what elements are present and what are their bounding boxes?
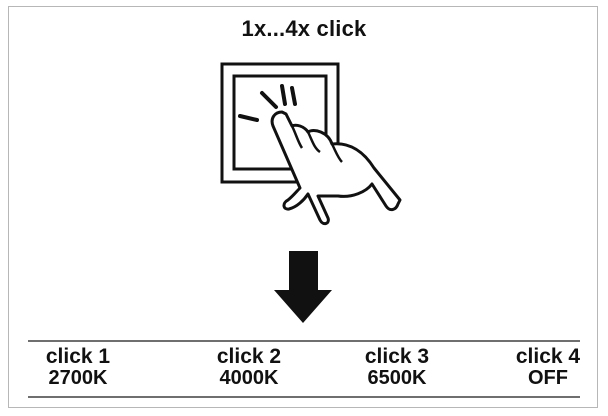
step-value: 6500K: [367, 367, 427, 390]
step-click-3: click 3 6500K: [352, 345, 442, 390]
top-divider: [28, 340, 580, 342]
step-value: 2700K: [48, 367, 108, 390]
step-label: click 2: [216, 345, 282, 368]
click-rays-icon: [238, 84, 297, 122]
step-label: click 1: [45, 345, 111, 368]
step-label: click 3: [364, 345, 430, 368]
down-arrow-icon: [274, 251, 332, 323]
light-switch-icon: [220, 62, 340, 184]
step-value: OFF: [528, 367, 568, 390]
step-click-4: click 4 OFF: [506, 345, 590, 390]
pointing-hand-icon: [270, 110, 402, 226]
bottom-divider: [28, 396, 580, 398]
step-click-2: click 2 4000K: [204, 345, 294, 390]
step-value: 4000K: [219, 367, 279, 390]
diagram-title: 1x...4x click: [241, 16, 367, 41]
step-click-1: click 1 2700K: [34, 345, 122, 390]
step-label: click 4: [515, 345, 581, 368]
